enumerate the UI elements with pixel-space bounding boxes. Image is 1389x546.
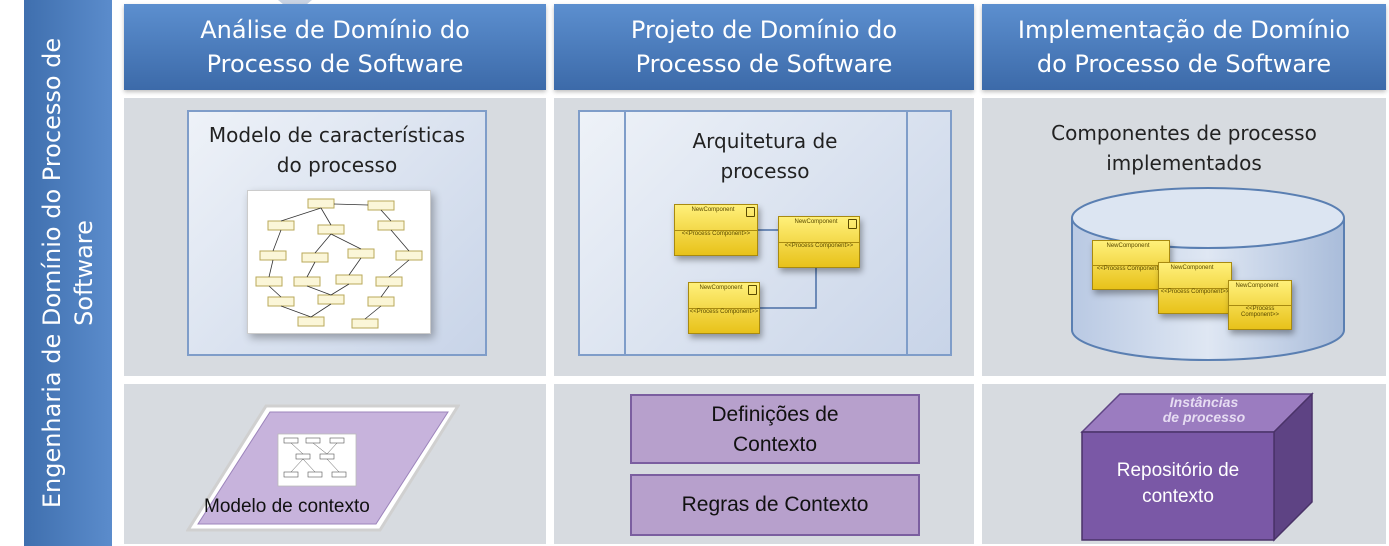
feature-diagram-graphic [255, 198, 423, 329]
architecture-component-3-label: NewComponent [699, 285, 743, 291]
feature-diagram-thumbnail [247, 190, 431, 334]
context-rules-box: Regras de Contexto [630, 474, 920, 536]
header-implementation-line2: do Processo de Software [1036, 50, 1332, 78]
architecture-component-1-label: NewComponent [691, 207, 735, 213]
feature-model-panel: Modelo de características do processo [187, 110, 487, 356]
component-icon [748, 285, 757, 295]
feature-model-title-1: Modelo de características [208, 123, 466, 147]
context-model-label: Modelo de contexto [204, 496, 370, 517]
architecture-component-2-label: NewComponent [794, 219, 838, 225]
header-implementation: Implementação de Domínio do Processo de … [982, 4, 1386, 90]
cube-top-label: Instâncias de processo [1124, 395, 1284, 425]
context-definitions-box: Definições de Contexto [630, 394, 920, 464]
architecture-title-2: processo [720, 159, 810, 183]
header-analysis-line2: Processo de Software [206, 50, 464, 78]
header-design-line2: Processo de Software [635, 50, 893, 78]
implemented-component-3-stereotype: <<Process Component>> [1229, 305, 1291, 318]
cube-top-label-line2: de processo [1162, 409, 1246, 425]
side-band: Engenharia de Domínio do Processo de Sof… [24, 0, 112, 546]
implemented-components-title: Componentes de processo implementados [982, 110, 1386, 175]
cube-top-label-line1: Instâncias [1169, 394, 1239, 410]
context-model-shape: Modelo de contexto [185, 404, 461, 532]
architecture-connectors [756, 229, 817, 309]
architecture-component-2-stereotype: <<Process Component>> [779, 242, 859, 249]
feature-model-title-2: do processo [276, 153, 398, 177]
implemented-component-2-label: NewComponent [1170, 265, 1214, 271]
context-rules-label: Regras de Contexto [681, 493, 869, 516]
side-label: Engenharia de Domínio do Processo de Sof… [38, 37, 98, 509]
header-design-line1: Projeto de Domínio do [630, 16, 898, 44]
context-repository-cube [1080, 392, 1314, 542]
implemented-component-1-stereotype: <<Process Component>> [1093, 265, 1169, 272]
implemented-component-3-label: NewComponent [1235, 283, 1279, 289]
component-icon [848, 219, 857, 229]
header-implementation-line1: Implementação de Domínio [1017, 16, 1351, 44]
context-model-parallelogram [185, 404, 461, 532]
cube-front-label-line2: contexto [1142, 486, 1214, 507]
architecture-component-2: NewComponent <<Process Component>> [778, 216, 860, 268]
implemented-components-title-2: implementados [1106, 151, 1262, 175]
implemented-component-1: NewComponent <<Process Component>> [1092, 240, 1170, 290]
architecture-component-1: NewComponent <<Process Component>> [674, 204, 758, 256]
architecture-component-3-stereotype: <<Process Component>> [689, 308, 759, 315]
context-definitions-line2: Contexto [732, 433, 818, 456]
architecture-component-1-stereotype: <<Process Component>> [675, 230, 757, 237]
architecture-divider-right [906, 112, 908, 354]
cube-front-label-line1: Repositório de [1116, 460, 1240, 481]
architecture-component-3: NewComponent <<Process Component>> [688, 282, 760, 334]
component-icon [746, 207, 755, 217]
implemented-components-title-1: Componentes de processo [1051, 121, 1317, 145]
architecture-title-1: Arquitetura de [692, 129, 838, 153]
header-analysis: Análise de Domínio do Processo de Softwa… [124, 4, 546, 90]
header-analysis-line1: Análise de Domínio do [200, 16, 470, 44]
implemented-component-2: NewComponent <<Process Component>> [1158, 262, 1232, 314]
implemented-component-2-stereotype: <<Process Component>> [1159, 288, 1231, 295]
process-architecture-panel: Arquitetura de processo NewComponent <<P… [578, 110, 952, 356]
implemented-component-3: NewComponent <<Process Component>> [1228, 280, 1292, 330]
architecture-divider-left [624, 112, 626, 354]
implemented-component-1-label: NewComponent [1106, 243, 1150, 249]
header-design: Projeto de Domínio do Processo de Softwa… [554, 4, 974, 90]
context-definitions-line1: Definições de [711, 403, 839, 426]
cube-front-label: Repositório de contexto [1082, 458, 1274, 510]
